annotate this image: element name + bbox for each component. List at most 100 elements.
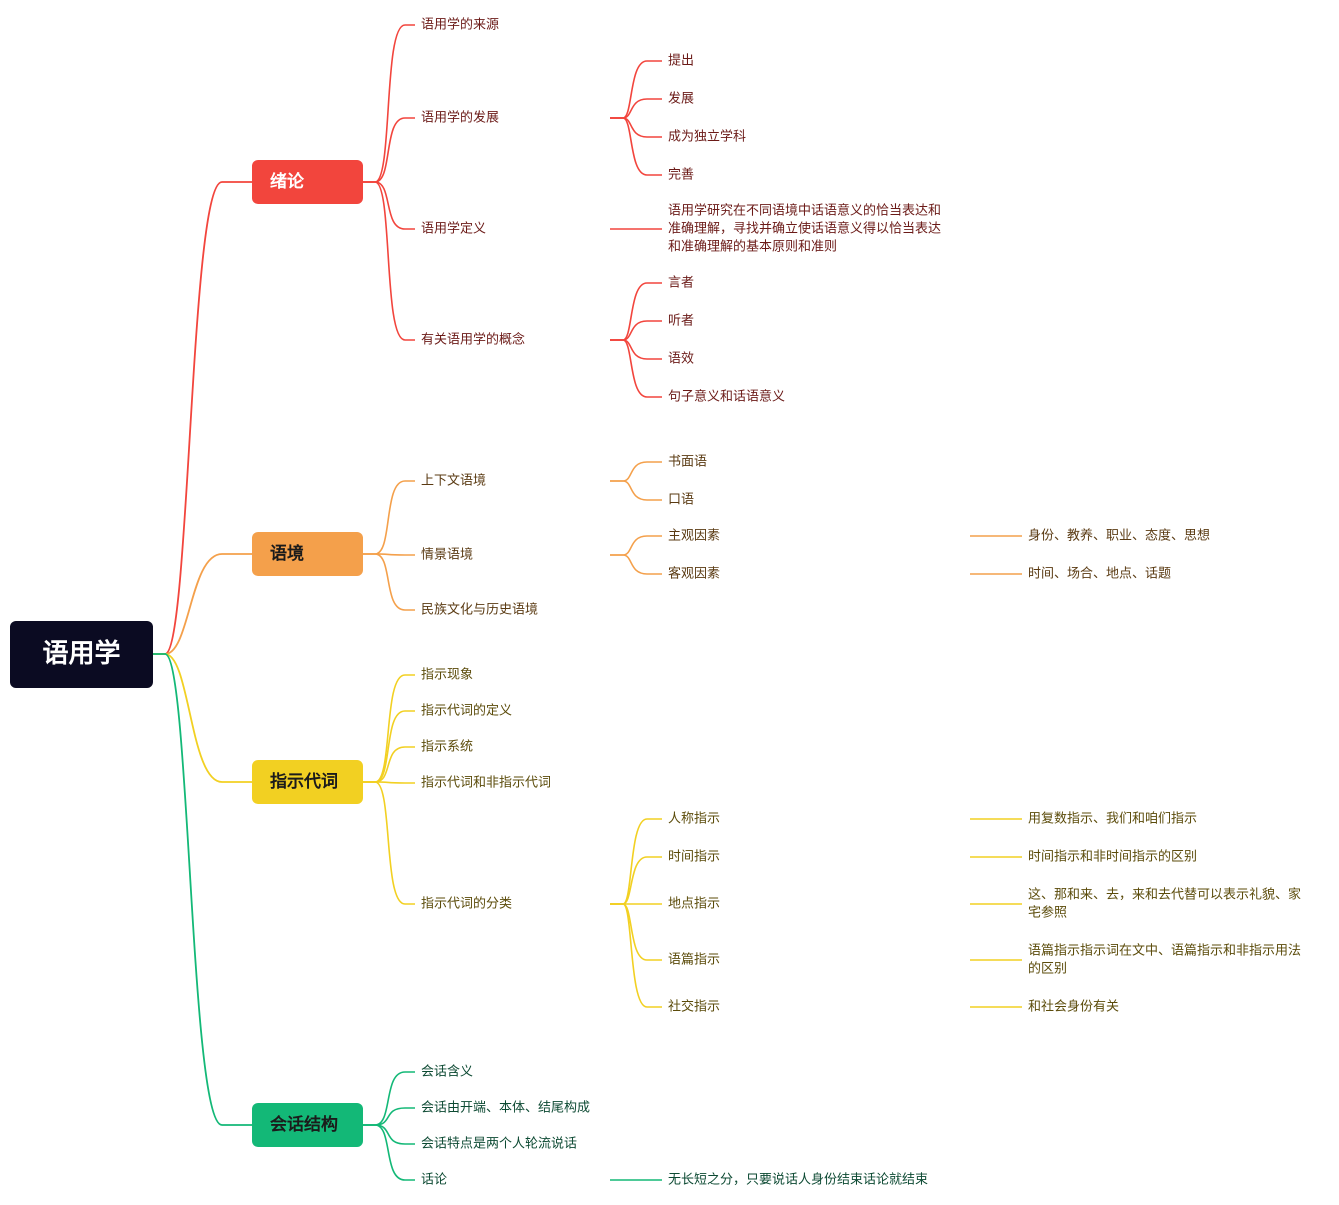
subtopic-b1-1-0-text: 主观因素: [668, 529, 720, 544]
connector-b2-l2: [610, 903, 662, 961]
topic-b2-3[interactable]: 指示代词和非指示代词: [421, 776, 551, 791]
subtopic-b0-3-0[interactable]: 言者: [668, 276, 694, 291]
subtopic-b2-4-0[interactable]: 人称指示: [668, 812, 720, 827]
connector-b0-l2: [610, 339, 662, 398]
detail-b2-4-3-0-line: 的区别: [1028, 961, 1067, 977]
topic-b1-1-text: 情景语境: [421, 548, 473, 563]
subtopic-b0-3-2[interactable]: 语效: [668, 352, 694, 367]
branch-node-box: [252, 1103, 363, 1147]
subtopic-b0-2-0[interactable]: 语用学研究在不同语境中话语意义的恰当表达和准确理解，寻找并确立使话语意义得以恰当…: [668, 203, 941, 255]
topic-b2-4[interactable]: 指示代词的分类: [421, 896, 512, 912]
topic-b2-2[interactable]: 指示系统: [421, 740, 473, 755]
subtopic-b2-4-1-text: 时间指示: [668, 850, 720, 865]
topic-b3-3[interactable]: 话论: [421, 1173, 447, 1188]
subtopic-b0-3-0-text: 言者: [668, 276, 694, 291]
branch-node-label: 会话结构: [270, 1114, 338, 1135]
root-node[interactable]: 语用学: [10, 621, 153, 688]
subtopic-b1-1-1[interactable]: 客观因素: [668, 566, 720, 582]
topic-b1-2-text: 民族文化与历史语境: [421, 602, 538, 618]
topic-b3-2-text: 会话特点是两个人轮流说话: [421, 1137, 577, 1152]
topic-b2-1-text: 指示代词的定义: [421, 703, 512, 719]
subtopic-b1-1-1-text: 客观因素: [668, 566, 720, 582]
detail-b1-1-1-0[interactable]: 时间、场合、地点、话题: [1028, 567, 1171, 582]
subtopic-b0-1-0-text: 提出: [668, 53, 694, 69]
branch-node-b0[interactable]: 绪论: [252, 160, 363, 204]
topic-b0-3[interactable]: 有关语用学的概念: [421, 332, 525, 348]
topic-b0-1-text: 语用学的发展: [421, 110, 499, 126]
topic-b2-3-text: 指示代词和非指示代词: [421, 776, 551, 791]
topic-b0-2-text: 语用学定义: [421, 221, 486, 237]
topic-b1-2[interactable]: 民族文化与历史语境: [421, 602, 538, 618]
topic-b1-0[interactable]: 上下文语境: [421, 474, 486, 489]
subtopic-b0-1-3[interactable]: 完善: [668, 167, 694, 183]
topic-b0-1[interactable]: 语用学的发展: [421, 110, 499, 126]
subtopic-b2-4-2[interactable]: 地点指示: [668, 897, 720, 912]
subtopic-b0-1-1[interactable]: 发展: [668, 91, 694, 107]
detail-b2-4-4-0[interactable]: 和社会身份有关: [1028, 999, 1119, 1015]
subtopic-b2-4-3[interactable]: 语篇指示: [668, 953, 720, 968]
connector-b3-l1: [363, 1124, 415, 1145]
root-node-label: 语用学: [42, 638, 120, 669]
subtopic-b1-0-1[interactable]: 口语: [668, 493, 694, 508]
topic-b0-0[interactable]: 语用学的来源: [421, 17, 499, 33]
subtopic-b1-0-0-text: 书面语: [668, 455, 707, 470]
topic-b3-1[interactable]: 会话由开端、本体、结尾构成: [421, 1101, 590, 1116]
subtopic-b1-0-0[interactable]: 书面语: [668, 455, 707, 470]
connector-b2-l2: [610, 818, 662, 905]
connector-root-b3: [164, 653, 252, 1126]
subtopic-b0-3-1[interactable]: 听者: [668, 314, 694, 329]
subtopic-b2-4-4[interactable]: 社交指示: [668, 999, 720, 1015]
connector-b1-l1: [363, 480, 415, 555]
root-node-box: [10, 621, 153, 688]
subtopic-b0-2-0-line: 和准确理解的基本原则和准则: [668, 239, 837, 255]
detail-b1-1-0-0[interactable]: 身份、教养、职业、态度、思想: [1028, 528, 1210, 544]
connector-root-b0: [164, 181, 252, 655]
detail-b2-4-4-0-text: 和社会身份有关: [1028, 999, 1119, 1015]
topic-b0-2[interactable]: 语用学定义: [421, 221, 486, 237]
subtopic-b0-3-2-text: 语效: [668, 352, 694, 367]
connector-b2-l2: [610, 856, 662, 905]
subtopic-b1-1-0[interactable]: 主观因素: [668, 529, 720, 544]
subtopic-b0-2-0-line: 准确理解，寻找并确立使话语意义得以恰当表达: [668, 221, 941, 237]
detail-b2-4-0-0[interactable]: 用复数指示、我们和咱们指示: [1028, 812, 1197, 827]
branch-node-label: 指示代词: [270, 771, 338, 792]
topic-b3-3-text: 话论: [421, 1173, 447, 1188]
branch-node-b1[interactable]: 语境: [252, 532, 363, 576]
subtopic-b0-1-2[interactable]: 成为独立学科: [668, 129, 746, 145]
detail-b2-4-0-0-text: 用复数指示、我们和咱们指示: [1028, 812, 1197, 827]
branch-node-label: 语境: [270, 543, 304, 564]
detail-b2-4-1-0[interactable]: 时间指示和非时间指示的区别: [1028, 849, 1197, 865]
subtopic-b3-3-0[interactable]: 无长短之分，只要说话人身份结束话论就结束: [668, 1172, 928, 1188]
connector-b2-l2: [610, 903, 662, 1008]
connector-b1-l2: [610, 480, 662, 501]
topic-b2-2-text: 指示系统: [421, 740, 473, 755]
detail-b2-4-3-0-line: 语篇指示指示词在文中、语篇指示和非指示用法: [1028, 944, 1301, 959]
topic-b3-0[interactable]: 会话含义: [421, 1064, 473, 1080]
connector-b3-l1: [363, 1107, 415, 1126]
subtopic-b0-3-3[interactable]: 句子意义和话语意义: [668, 389, 785, 405]
connector-b1-l2: [610, 554, 662, 575]
branch-node-b3[interactable]: 会话结构: [252, 1103, 363, 1147]
topic-b1-1[interactable]: 情景语境: [421, 548, 473, 563]
connector-b0-l1: [363, 181, 415, 230]
topic-b0-3-text: 有关语用学的概念: [421, 332, 525, 348]
connector-b0-l2: [610, 339, 662, 360]
branch-node-label: 绪论: [270, 171, 305, 192]
topic-b2-0[interactable]: 指示现象: [421, 668, 473, 683]
topic-b2-1[interactable]: 指示代词的定义: [421, 703, 512, 719]
branch-node-box: [252, 160, 363, 204]
subtopic-b2-4-1[interactable]: 时间指示: [668, 850, 720, 865]
detail-b1-1-1-0-text: 时间、场合、地点、话题: [1028, 567, 1171, 582]
connector-b0-l2: [610, 117, 662, 176]
subtopic-b0-1-2-text: 成为独立学科: [668, 129, 746, 145]
topic-b3-2[interactable]: 会话特点是两个人轮流说话: [421, 1137, 577, 1152]
branch-node-box: [252, 532, 363, 576]
subtopic-b3-3-0-text: 无长短之分，只要说话人身份结束话论就结束: [668, 1172, 928, 1188]
detail-b2-4-2-0-line: 宅参照: [1028, 905, 1067, 921]
subtopic-b0-1-0[interactable]: 提出: [668, 53, 694, 69]
branch-node-b2[interactable]: 指示代词: [252, 760, 363, 804]
connector-b2-l1: [363, 781, 415, 905]
